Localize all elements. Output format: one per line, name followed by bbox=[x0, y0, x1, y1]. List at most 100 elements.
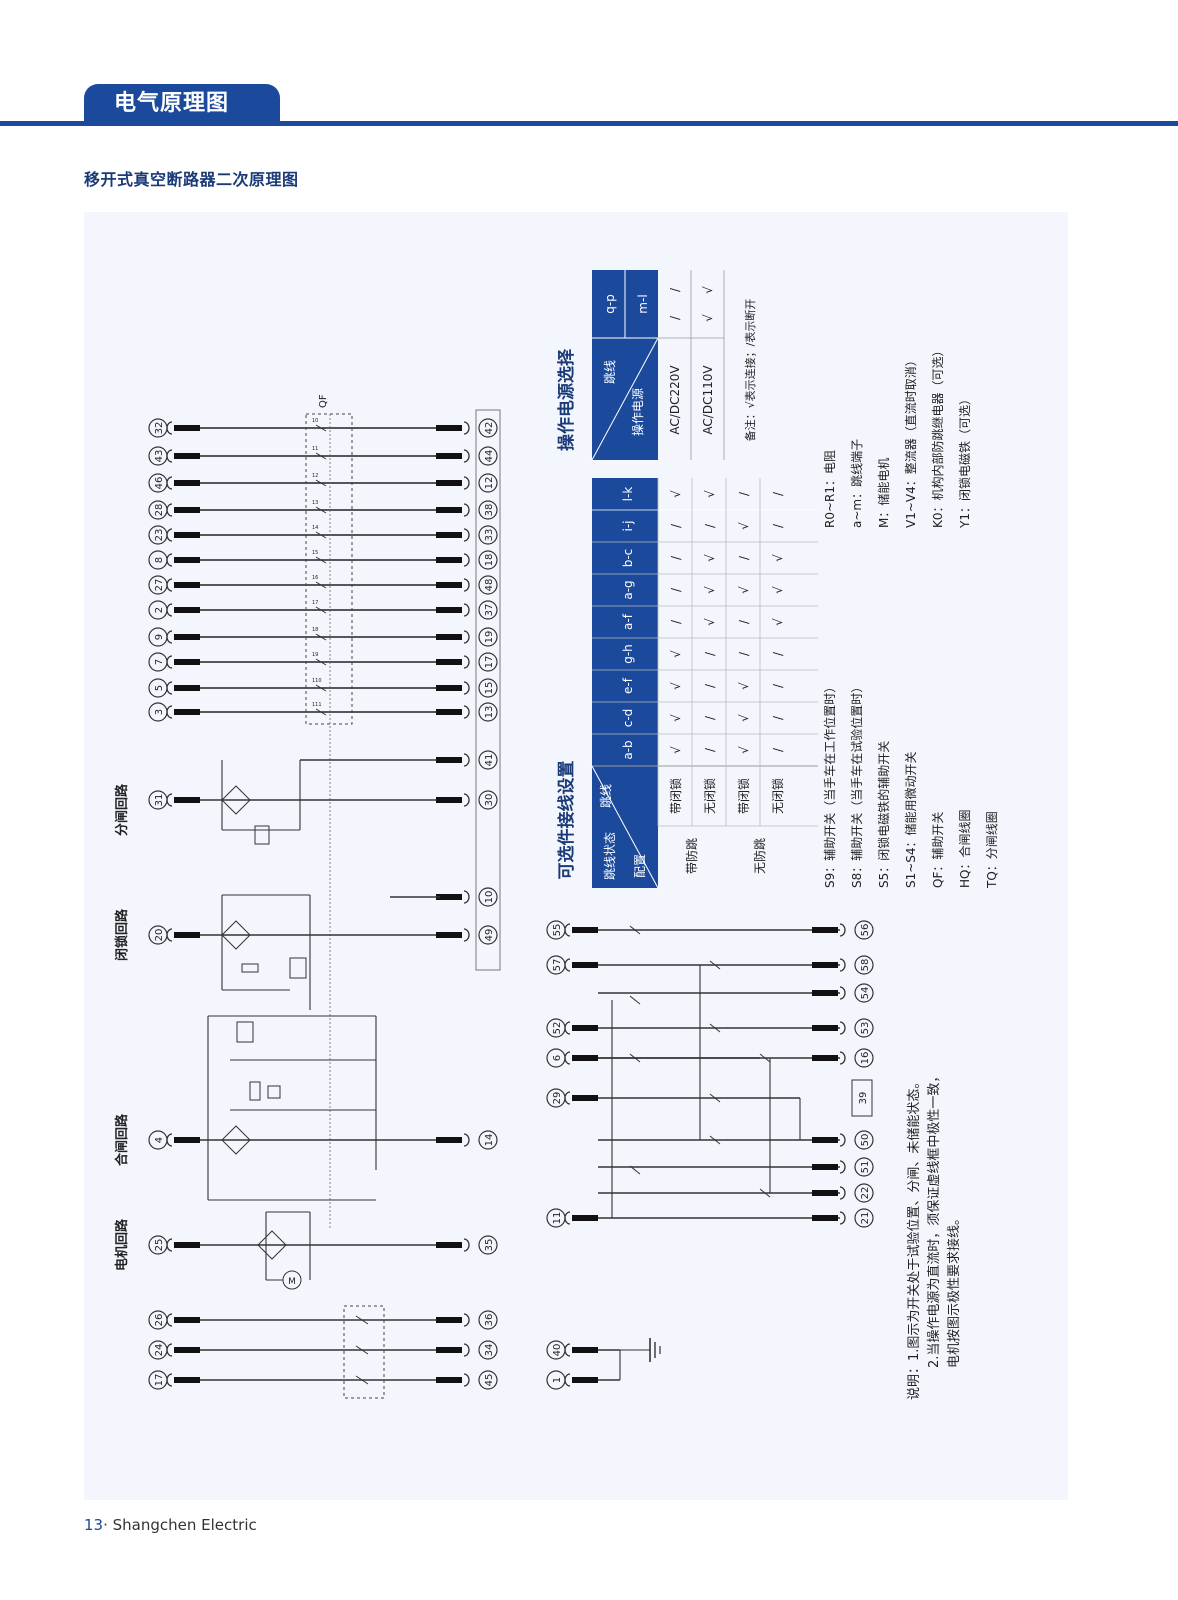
power-corner-top: 跳线 bbox=[603, 360, 617, 384]
connector-right-pin bbox=[436, 453, 462, 459]
connector-aux-left-pin bbox=[572, 927, 598, 933]
jumper-group-label: 无防跳 bbox=[752, 838, 767, 874]
qf-label: QF bbox=[318, 394, 329, 408]
connector-35-socket bbox=[463, 1238, 470, 1252]
contact-tag: 12 bbox=[312, 473, 318, 479]
page-footer: 13· Shangchen Electric bbox=[84, 1516, 257, 1534]
terminal-41-ring bbox=[478, 750, 498, 770]
motor-m-label: M bbox=[288, 1277, 296, 1287]
terminal-right-label: 44 bbox=[484, 450, 495, 463]
jumper-cell: / bbox=[771, 683, 785, 688]
jumper-col-label: l-k bbox=[621, 487, 635, 502]
jumper-table-header bbox=[592, 478, 658, 888]
connector-left-pin bbox=[174, 607, 200, 613]
connector-aux-right-socket bbox=[839, 1133, 846, 1147]
contact-tag: 17 bbox=[312, 600, 318, 606]
terminal-10-ring bbox=[478, 887, 498, 907]
connector-left-socket bbox=[166, 630, 173, 644]
power-cell: √ bbox=[701, 286, 715, 294]
terminal-left-label: 5 bbox=[154, 685, 165, 691]
connector-right-socket bbox=[463, 681, 470, 695]
terminal-right-label: 45 bbox=[484, 1374, 495, 1387]
connector-left-socket bbox=[166, 553, 173, 567]
connector-right-socket bbox=[463, 528, 470, 542]
contact-tag: 16 bbox=[312, 575, 318, 581]
legend-item: S1~S4：储能用微动开关 bbox=[903, 751, 918, 888]
connector-left-pin bbox=[174, 1377, 200, 1383]
connector-right-pin bbox=[436, 1317, 462, 1323]
connector-trip-r-pin bbox=[436, 797, 462, 803]
terminal-right-ring bbox=[478, 652, 498, 672]
connector-aux-right-pin bbox=[812, 1164, 838, 1170]
s2-s3-frame bbox=[343, 1305, 385, 1399]
connector-left-pin bbox=[174, 425, 200, 431]
connector-right-pin bbox=[436, 532, 462, 538]
switch-contact bbox=[355, 1375, 369, 1385]
connector-aux-right-pin bbox=[812, 1055, 838, 1061]
aux-contact bbox=[709, 1135, 721, 1145]
terminal-aux-left-label: 11 bbox=[552, 1212, 563, 1225]
terminal-right-label: 37 bbox=[484, 604, 495, 617]
terminal-left-label: 2 bbox=[154, 607, 165, 613]
jumper-cell: √ bbox=[737, 522, 751, 530]
rectifier-v2 bbox=[221, 1125, 251, 1155]
coil-y1 bbox=[289, 957, 307, 979]
terminal-close-label: 4 bbox=[154, 1137, 165, 1143]
connector-41-socket bbox=[463, 753, 470, 767]
section-title-tab bbox=[84, 84, 280, 124]
terminal-right-label: 15 bbox=[484, 682, 495, 695]
page-subtitle: 移开式真空断路器二次原理图 bbox=[84, 170, 299, 189]
terminal-trip-r-label: 30 bbox=[484, 794, 495, 807]
switch-contact bbox=[355, 1315, 369, 1325]
connector-aux-left-pin bbox=[572, 1215, 598, 1221]
aux-contact bbox=[709, 960, 721, 970]
switch-contact bbox=[355, 1345, 369, 1355]
connector-right-socket bbox=[463, 476, 470, 490]
jumper-cell: √ bbox=[669, 682, 683, 690]
qf-contact bbox=[315, 424, 327, 432]
terminal-aux-right-label: 58 bbox=[860, 959, 871, 972]
jumper-cell: √ bbox=[771, 618, 785, 626]
jumper-cell: √ bbox=[771, 586, 785, 594]
terminal-35-label: 35 bbox=[484, 1239, 495, 1252]
connector-right-socket bbox=[463, 449, 470, 463]
aux-contact bbox=[629, 1165, 641, 1175]
circuit-title: 分闸回路 bbox=[114, 783, 130, 836]
connector-right-pin bbox=[436, 582, 462, 588]
jumper-cell: / bbox=[703, 651, 717, 656]
jumper-cell: / bbox=[669, 619, 683, 624]
terminal-left-label: 27 bbox=[154, 579, 165, 592]
legend-item: QF：辅助开关 bbox=[931, 812, 945, 888]
terminal-left-label: 43 bbox=[154, 450, 165, 463]
connector-right-pin bbox=[436, 507, 462, 513]
connector-aux-right-socket bbox=[839, 1160, 846, 1174]
rectifier-v4 bbox=[221, 920, 251, 950]
connector-right-pin bbox=[436, 685, 462, 691]
terminal-left-label: 23 bbox=[154, 529, 165, 542]
terminal-14-label: 14 bbox=[484, 1134, 495, 1147]
connector-right-socket bbox=[463, 603, 470, 617]
connector-ground-socket bbox=[564, 1373, 571, 1387]
terminal-aux-right-label: 21 bbox=[860, 1212, 871, 1225]
connector-right-pin bbox=[436, 557, 462, 563]
resistor-r1 bbox=[241, 963, 259, 973]
connector-left-socket bbox=[166, 1343, 173, 1357]
power-table-note: 备注：√表示连接；/表示断开 bbox=[743, 299, 757, 442]
jumper-col-label: a-f bbox=[621, 613, 635, 630]
company-name: Shangchen Electric bbox=[112, 1516, 257, 1534]
power-row-label: AC/DC220V bbox=[668, 365, 682, 435]
connector-10-socket bbox=[463, 890, 470, 904]
terminal-right-label: 33 bbox=[484, 529, 495, 542]
aux-contact bbox=[629, 995, 641, 1005]
terminal-right-ring bbox=[478, 575, 498, 595]
connector-aux-right-socket bbox=[839, 1021, 846, 1035]
terminal-right-label: 17 bbox=[484, 656, 495, 669]
terminal-right-ring bbox=[478, 600, 498, 620]
legend-item: HQ：合闸线圈 bbox=[957, 810, 972, 888]
terminal-14-ring bbox=[478, 1130, 498, 1150]
connector-aux-right-pin bbox=[812, 962, 838, 968]
header-rule bbox=[0, 121, 1178, 126]
terminal-aux-right-label: 50 bbox=[860, 1134, 871, 1147]
connector-ground-pin bbox=[572, 1347, 598, 1353]
